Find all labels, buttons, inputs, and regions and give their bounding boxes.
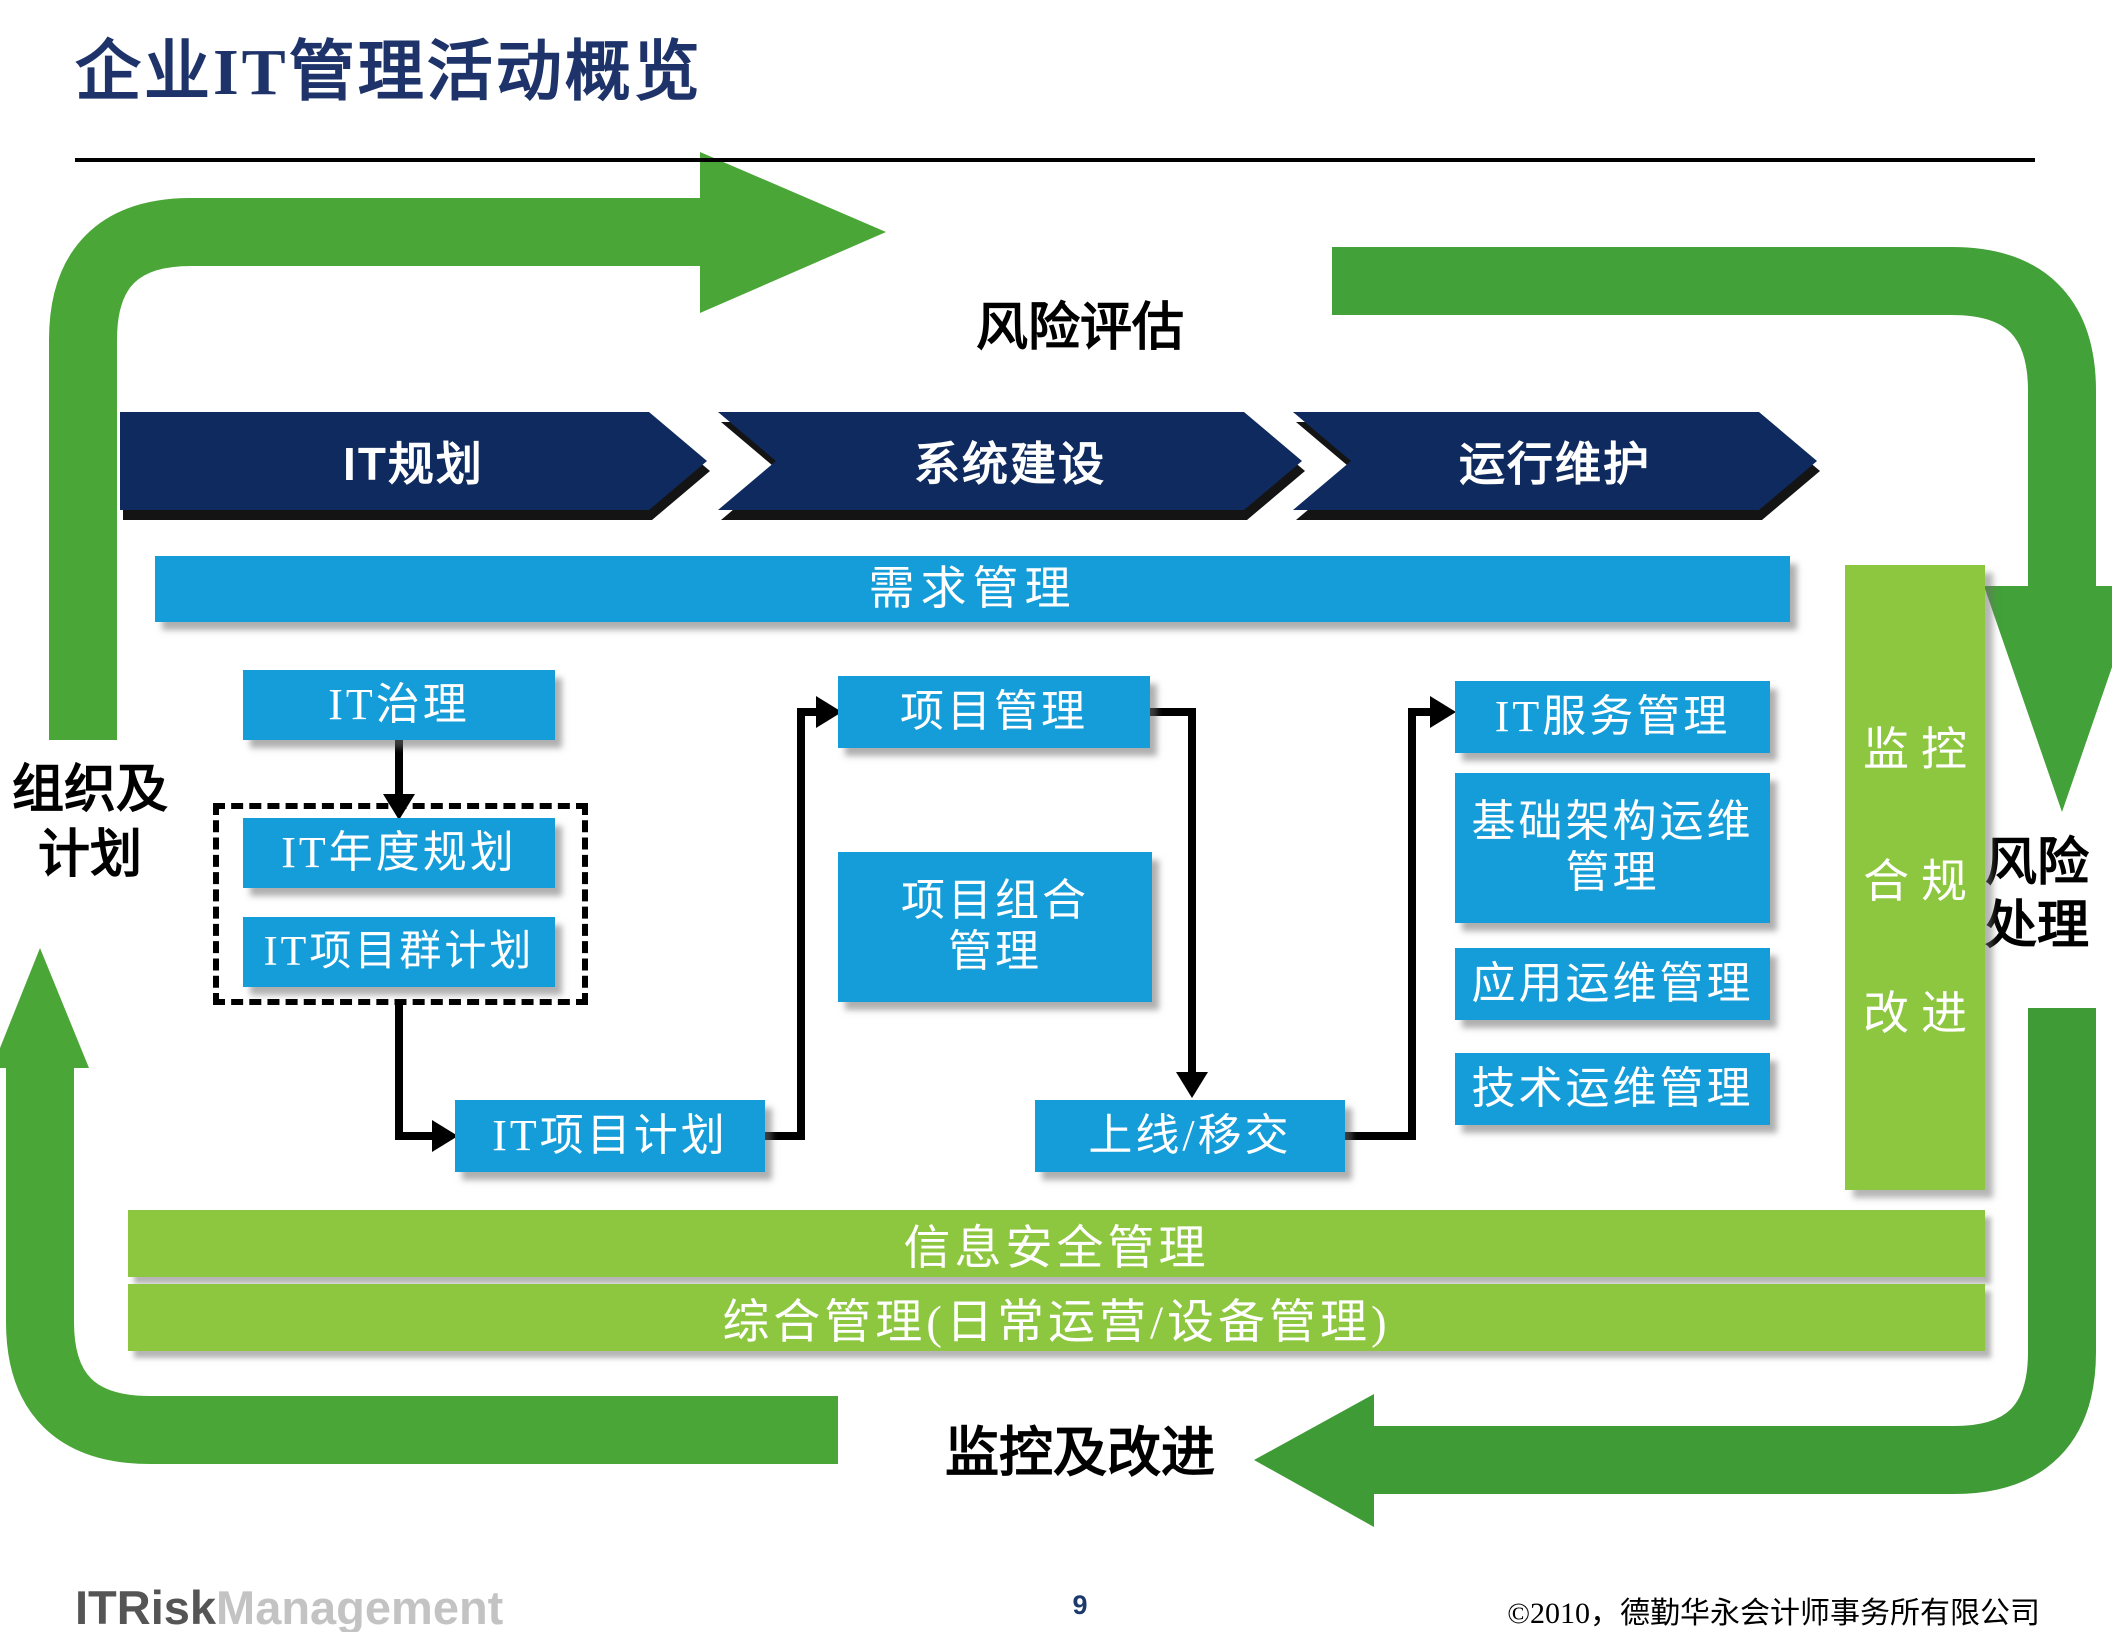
arrow-bottom-left (0, 948, 838, 1464)
label-risk-treatment-line1: 风险 (1985, 834, 2090, 892)
phase-chevron-operations-maintenance: 运行维护 (1293, 412, 1817, 510)
box-infrastructure-ops-line1: 基础架构运维 (1471, 797, 1754, 847)
phase-chevron-shape: IT规划 (120, 412, 707, 510)
general-management-bar: 综合管理(日常运营/设备管理) (128, 1284, 1985, 1351)
phase-label: 系统建设 (914, 438, 1106, 490)
label-organization-planning-line1: 组织及 (11, 761, 168, 819)
box-golive-handover: 上线/移交 (1035, 1100, 1345, 1172)
phase-label: 运行维护 (1459, 438, 1651, 490)
box-project-portfolio-line1: 项目组合 (901, 876, 1089, 926)
phase-label: IT规划 (343, 438, 484, 490)
copyright-text: ©2010，德勤华永会计师事务所有限公司 (1507, 1597, 2040, 1630)
box-it-program-planning: IT项目群计划 (243, 917, 555, 987)
brand-logo: ITRiskManagement (75, 1580, 503, 1632)
brand-logo-bold: ITRisk (75, 1581, 217, 1632)
side-bar-item-monitor: 监控 (1863, 723, 1979, 775)
box-infrastructure-ops-line2: 管理 (1565, 848, 1660, 897)
box-it-annual-planning: IT年度规划 (243, 818, 555, 888)
phase-chevron-shape: 运行维护 (1293, 412, 1817, 510)
title-underline (75, 158, 2035, 162)
side-bar-item-compliance: 合规 (1863, 855, 1979, 907)
arrow-bottom-right (1254, 1008, 2096, 1527)
flow-connectors (395, 708, 1434, 1140)
phase-chevron-it-planning: IT规划 (120, 412, 707, 510)
box-it-governance: IT治理 (243, 670, 555, 740)
arrow-top-right (1332, 247, 2112, 812)
phase-chevron-system-build: 系统建设 (718, 412, 1302, 510)
box-project-portfolio-line2: 管理 (948, 927, 1042, 976)
label-organization-planning-line2: 计划 (37, 826, 142, 884)
annual-planning-group-outline (213, 803, 588, 1005)
box-project-portfolio: 项目组合 管理 (838, 852, 1152, 1002)
demand-management-bar: 需求管理 (155, 556, 1790, 622)
brand-logo-light: Management (216, 1581, 504, 1632)
box-application-ops: 应用运维管理 (1455, 948, 1770, 1020)
box-it-project-planning: IT项目计划 (455, 1100, 765, 1172)
box-project-management: 项目管理 (838, 676, 1150, 748)
box-technology-ops: 技术运维管理 (1455, 1053, 1770, 1125)
monitor-compliance-improve-bar: 监控 合规 改进 (1845, 565, 1985, 1190)
label-organization-planning: 组织及 计划 (0, 758, 180, 888)
side-bar-item-improve: 改进 (1863, 987, 1979, 1039)
page-number: 9 (1072, 1590, 1088, 1620)
page-title: 企业IT管理活动概览 (75, 36, 703, 109)
box-infrastructure-ops: 基础架构运维 管理 (1455, 773, 1770, 923)
info-security-bar: 信息安全管理 (128, 1210, 1985, 1277)
box-it-service-management: IT服务管理 (1455, 681, 1770, 753)
label-monitor-improve: 监控及改进 (945, 1423, 1215, 1483)
label-risk-treatment: 风险 处理 (1985, 832, 2112, 959)
phase-chevron-shape: 系统建设 (718, 412, 1302, 510)
label-risk-treatment-line2: 处理 (1985, 897, 2090, 956)
arrow-top-left (49, 152, 886, 740)
label-risk-assessment: 风险评估 (975, 299, 1184, 357)
